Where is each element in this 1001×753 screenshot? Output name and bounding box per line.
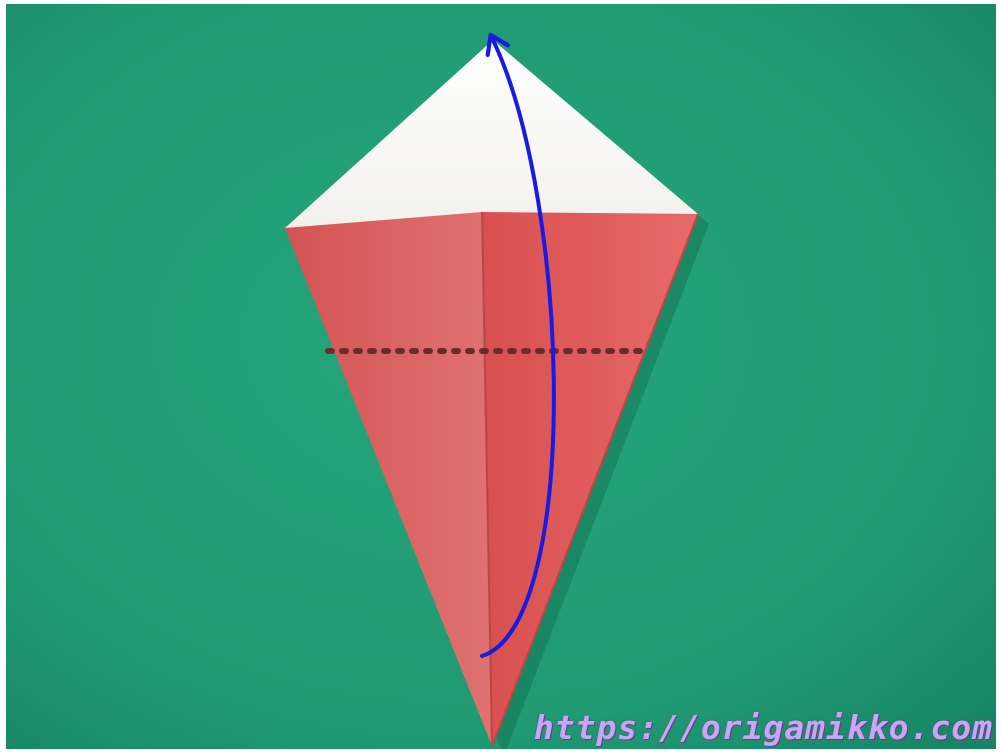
origami-scene [6,4,996,749]
fold-up-arrow [480,32,556,658]
white-top-flap [285,40,698,228]
right-red-flap [482,212,698,746]
left-red-flap [285,212,492,746]
center-crease [481,211,493,747]
watermark-url: https://origamikko.com [533,708,993,747]
origami-photo [6,4,996,749]
right-edge [491,213,699,747]
